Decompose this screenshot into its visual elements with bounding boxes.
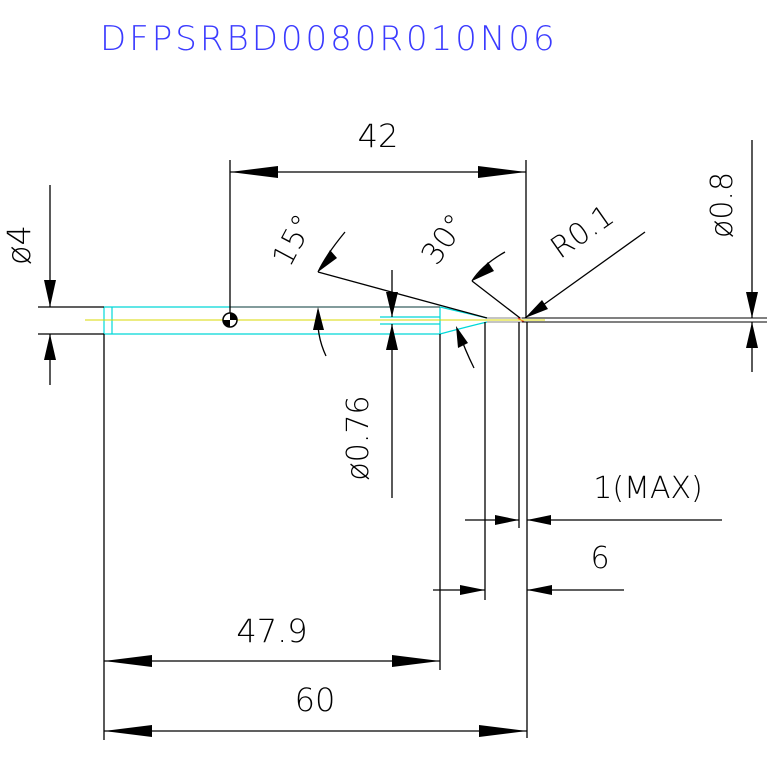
dim-dia-076-label: ø0.76 xyxy=(341,395,376,480)
dim-42: 42 xyxy=(229,117,527,318)
dim-radius-label: R0.1 xyxy=(544,198,620,266)
dim-6: 6 xyxy=(433,322,624,600)
tip-outline xyxy=(487,317,522,323)
neck-outline xyxy=(380,306,488,335)
drawing-title: DFPSRBD0080R010N06 xyxy=(100,19,558,59)
dim-angle-15-label: 15° xyxy=(266,209,322,272)
dim-dia-076: ø0.76 xyxy=(341,270,398,498)
dim-47-9: 47.9 xyxy=(103,334,441,740)
dim-dia-4-label: ø4 xyxy=(0,225,38,265)
dim-60: 60 xyxy=(104,681,527,737)
datum-symbol xyxy=(222,312,238,328)
dim-42-label: 42 xyxy=(358,117,399,155)
dim-1-max: 1(MAX) xyxy=(465,322,722,738)
dim-1-max-label: 1(MAX) xyxy=(593,471,702,506)
dim-47-9-label: 47.9 xyxy=(236,612,307,650)
dim-radius: R0.1 xyxy=(524,198,646,319)
dim-angle-30: 30° xyxy=(415,208,521,369)
dim-dia-08-label: ø0.8 xyxy=(705,172,740,238)
dim-angle-30-label: 30° xyxy=(415,208,474,272)
dim-dia-08: ø0.8 xyxy=(705,140,758,372)
dim-dia-4: ø4 xyxy=(0,185,104,385)
dim-60-label: 60 xyxy=(295,681,336,719)
dim-6-label: 6 xyxy=(590,541,609,576)
tool-outline xyxy=(85,306,767,335)
